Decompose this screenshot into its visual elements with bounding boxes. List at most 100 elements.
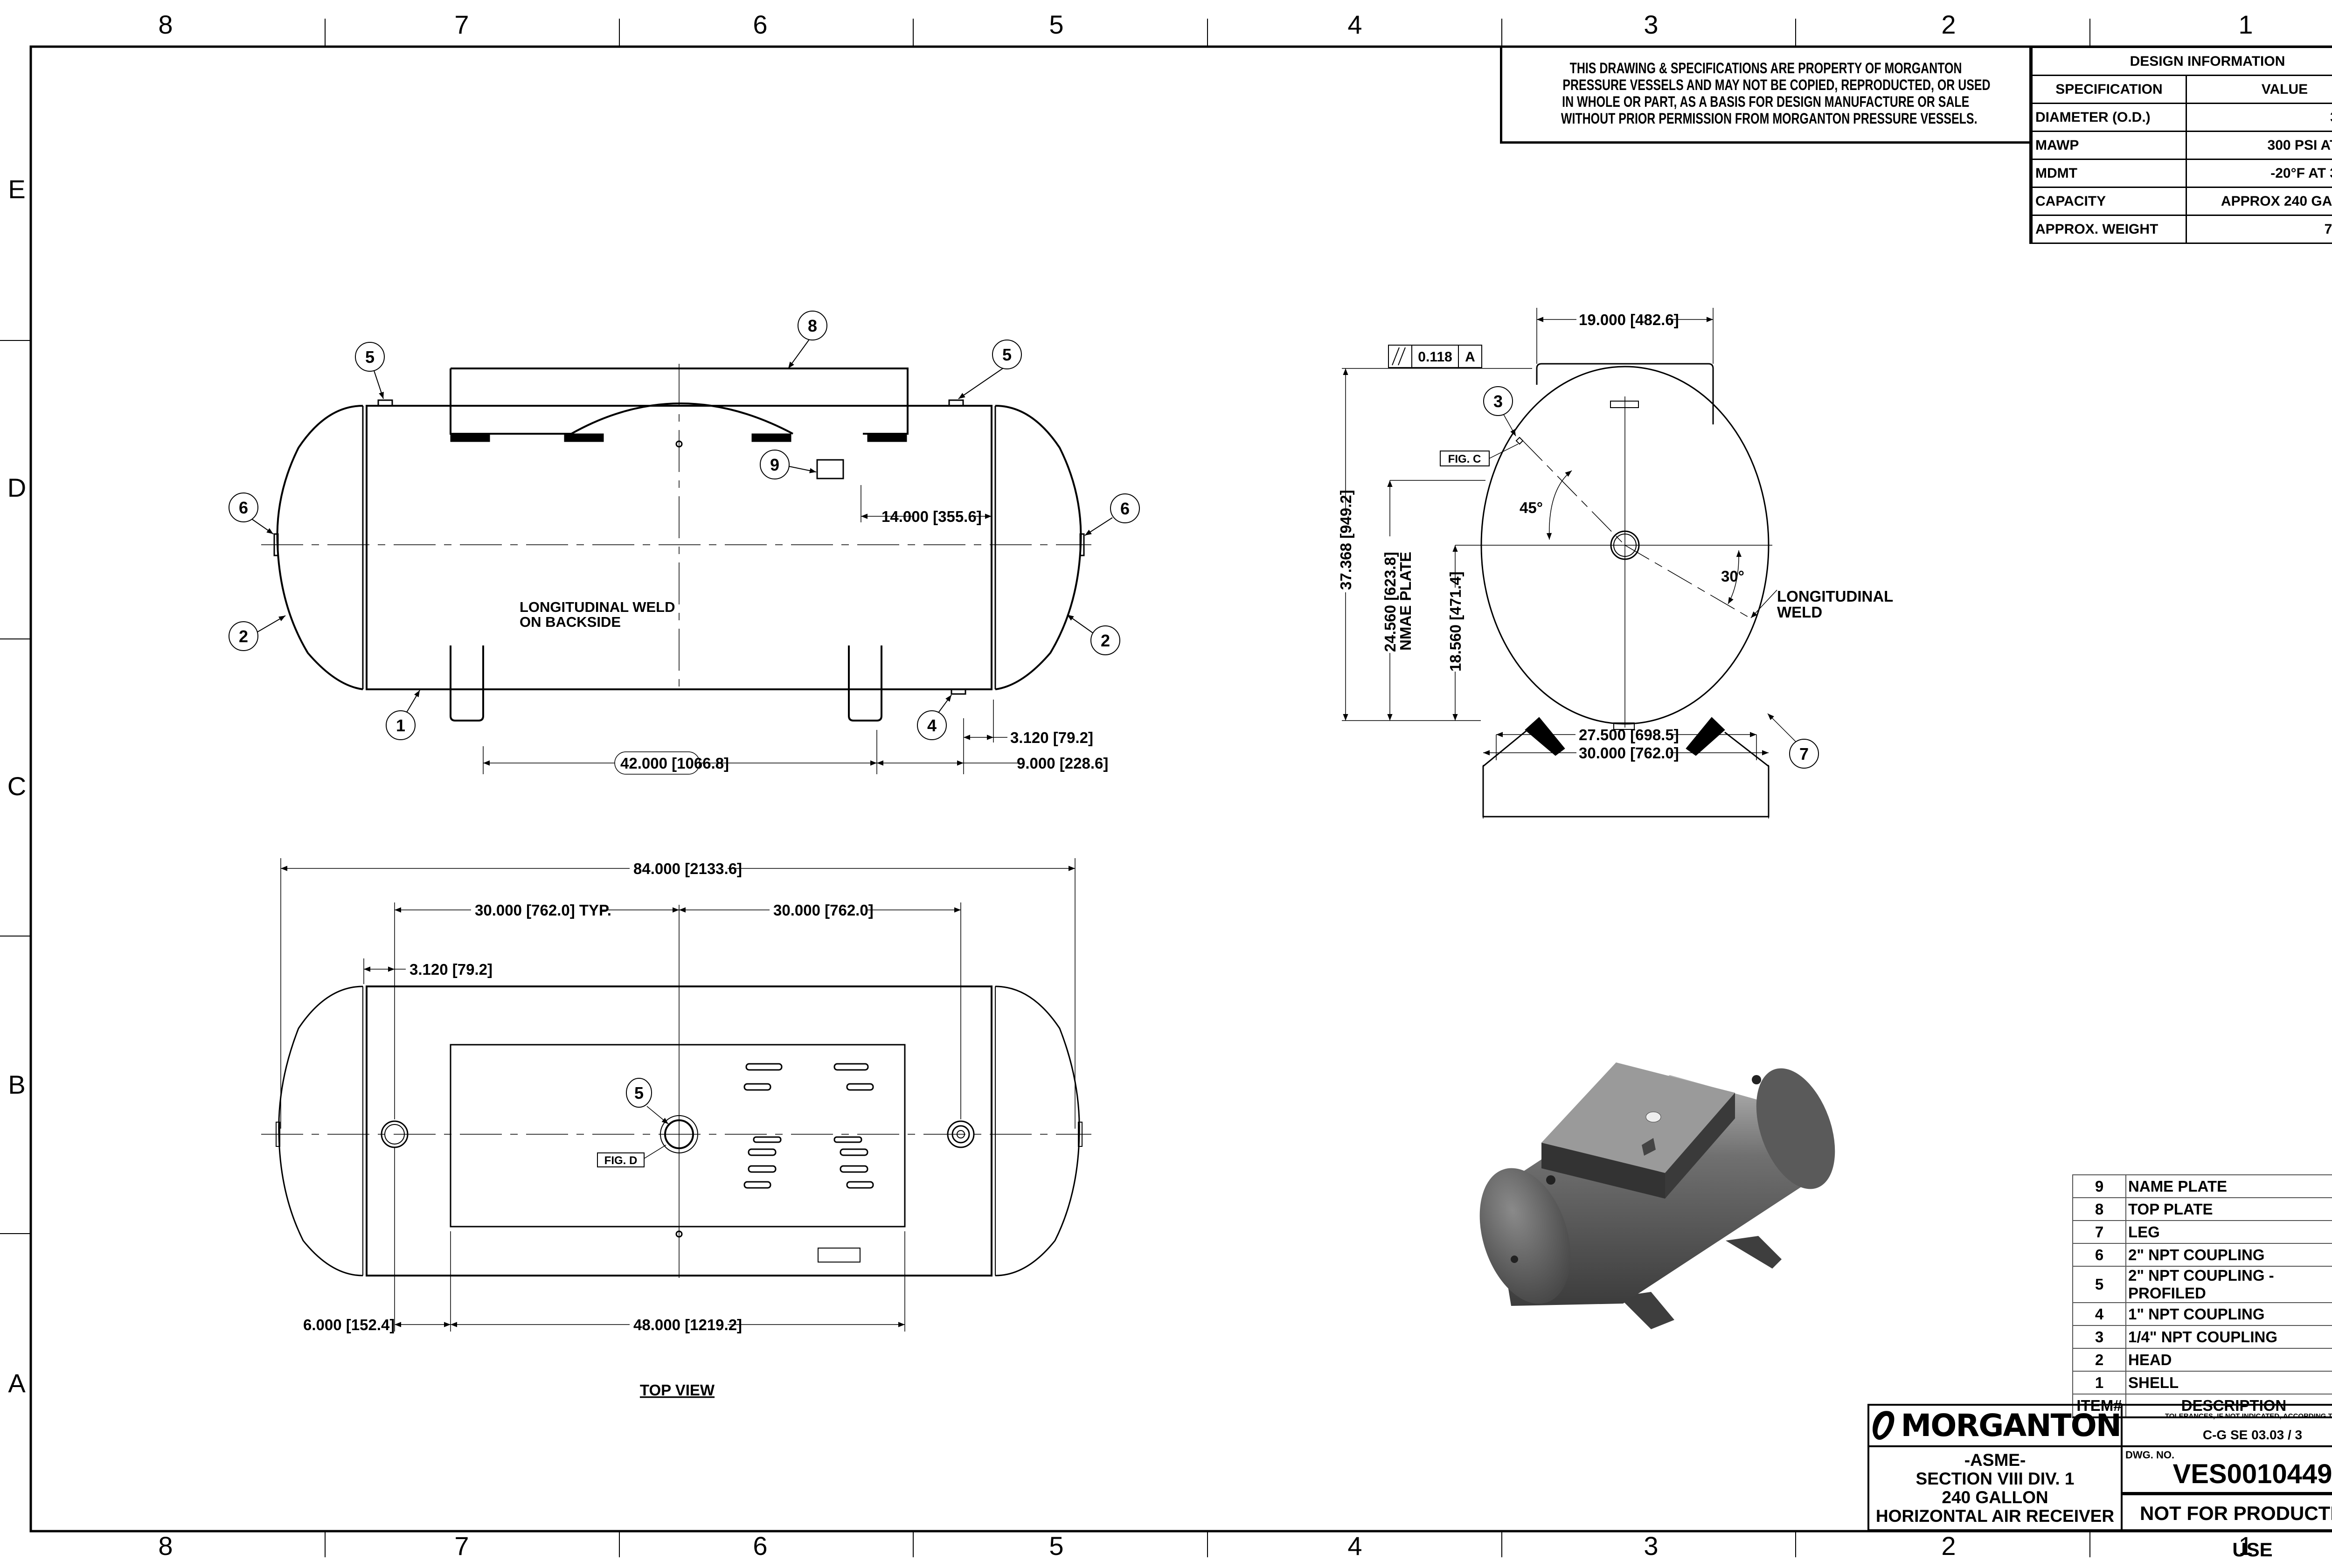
svg-text:84.000 [2133.6]: 84.000 [2133.6]: [633, 860, 742, 877]
bom-row: 31/4" NPT COUPLING1: [2073, 1325, 2332, 1348]
svg-text:5: 5: [1049, 10, 1063, 39]
svg-text:4: 4: [927, 716, 937, 735]
spec-row: MDMT-20°F AT 300 PSI: [2032, 160, 2332, 187]
svg-text:48.000 [1219.2]: 48.000 [1219.2]: [633, 1316, 742, 1333]
top-view-callouts: 5 FIG. D: [597, 1078, 668, 1167]
svg-text:37.368 [949.2]: 37.368 [949.2]: [1337, 490, 1354, 590]
end-view-leaders: [1504, 415, 1796, 742]
production-status: NOT FOR PRODUCTION USE: [2122, 1494, 2332, 1531]
logo-text: MORGANTON: [1901, 1408, 2121, 1443]
svg-text:3.120 [79.2]: 3.120 [79.2]: [1010, 729, 1093, 746]
fig-c-label: FIG. C: [1440, 444, 1518, 466]
svg-text:14.000 [355.6]: 14.000 [355.6]: [881, 508, 982, 525]
svg-text:5: 5: [1002, 345, 1012, 364]
svg-text:4: 4: [1347, 1531, 1362, 1557]
svg-text:30.000 [762.0] TYP.: 30.000 [762.0] TYP.: [475, 902, 611, 919]
svg-text:2: 2: [1101, 631, 1110, 650]
property-notice: THIS DRAWING & SPECIFICATIONS ARE PROPER…: [1500, 47, 2029, 144]
svg-text:8: 8: [158, 10, 173, 39]
drawing-number-box: DWG. NO. VES0010449: [2122, 1447, 2332, 1494]
svg-text:ON BACKSIDE: ON BACKSIDE: [520, 614, 621, 630]
svg-text:6: 6: [239, 498, 248, 517]
end-view-balloons: [1484, 387, 1818, 768]
sheet-border: [31, 47, 2332, 1531]
bom-row: 52" NPT COUPLING - PROFILED3: [2073, 1266, 2332, 1303]
drawing-description: -ASME- SECTION VIII DIV. 1 240 GALLON HO…: [1867, 1447, 2122, 1531]
design-information-table: DESIGN INFORMATION SPECIFICATION VALUE D…: [2029, 47, 2332, 244]
svg-text:A: A: [1465, 349, 1475, 365]
svg-text:18.560 [471.4]: 18.560 [471.4]: [1447, 571, 1464, 672]
tolerance-box: TOLERANCES, IF NOT INDICATED, ACCORDING …: [2122, 1404, 2332, 1447]
svg-text:30.000 [762.0]: 30.000 [762.0]: [773, 902, 874, 919]
svg-text:9: 9: [770, 455, 779, 474]
bom-row: 7LEG2: [2073, 1221, 2332, 1243]
svg-text:6: 6: [753, 1531, 767, 1557]
svg-text:30°: 30°: [1721, 568, 1744, 585]
svg-text:NMAE PLATE: NMAE PLATE: [1397, 552, 1414, 651]
end-view-annotations: 45° 30° LONGITUDINAL WELD: [1520, 499, 1893, 621]
svg-text:27.500 [698.5]: 27.500 [698.5]: [1579, 726, 1679, 743]
svg-text:45°: 45°: [1520, 499, 1543, 516]
svg-text:1: 1: [396, 716, 405, 735]
svg-text:3.120 [79.2]: 3.120 [79.2]: [409, 961, 493, 978]
svg-text:2: 2: [1941, 10, 1956, 39]
svg-text:0.118: 0.118: [1418, 349, 1452, 365]
top-view: [261, 905, 1091, 1278]
svg-text:7: 7: [454, 1531, 469, 1557]
svg-text:3: 3: [1644, 1531, 1658, 1557]
side-view-note: LONGITUDINAL WELD ON BACKSIDE: [520, 599, 675, 630]
svg-text:19.000 [482.6]: 19.000 [482.6]: [1579, 311, 1679, 328]
logo-ring-icon: [1869, 1408, 1899, 1444]
svg-text:LONGITUDINAL WELD: LONGITUDINAL WELD: [520, 599, 675, 615]
svg-text:B: B: [8, 1070, 25, 1099]
svg-text:E: E: [8, 174, 25, 204]
dwg-number: VES0010449: [2123, 1458, 2332, 1490]
svg-text:24.560 [623.8]: 24.560 [623.8]: [1381, 552, 1399, 652]
svg-text:3: 3: [1493, 392, 1503, 411]
svg-text:WELD: WELD: [1777, 604, 1822, 621]
spec-row: DIAMETER (O.D.)30.000": [2032, 104, 2332, 132]
svg-text:C: C: [7, 771, 26, 801]
svg-text:5: 5: [634, 1083, 644, 1103]
svg-text:7: 7: [1799, 744, 1809, 763]
side-view: [261, 364, 1091, 721]
svg-text:A: A: [8, 1368, 26, 1398]
top-view-title: TOP VIEW: [640, 1381, 715, 1399]
svg-text:7: 7: [454, 10, 469, 39]
svg-text:FIG. C: FIG. C: [1448, 453, 1481, 465]
col-value: VALUE: [2186, 76, 2332, 104]
svg-text:6: 6: [753, 10, 767, 39]
svg-text:1: 1: [2238, 10, 2253, 39]
end-view-balloon-labels: 3 7: [1493, 392, 1809, 763]
svg-text:2: 2: [1941, 1531, 1956, 1557]
side-view-balloons: [229, 311, 1139, 740]
svg-text:5: 5: [365, 347, 375, 367]
side-view-balloon-labels: 5 8 5 6 9 6 2 2 1 4: [239, 316, 1130, 735]
svg-text:30.000 [762.0]: 30.000 [762.0]: [1579, 744, 1679, 762]
svg-text:5: 5: [1049, 1531, 1063, 1557]
design-info-title: DESIGN INFORMATION: [2032, 48, 2332, 76]
bom-row: 2HEAD2: [2073, 1348, 2332, 1371]
end-view-dimension-text: 19.000 [482.6] 27.500 [698.5] 30.000 [76…: [1337, 311, 1679, 762]
fcf-text: 0.118 A: [1418, 349, 1475, 365]
isometric-view: [1464, 1057, 1850, 1329]
top-view-dimension-text: 84.000 [2133.6] 30.000 [762.0] TYP. 30.0…: [303, 860, 874, 1399]
svg-text:4: 4: [1347, 10, 1362, 39]
spec-row: APPROX. WEIGHT780 LBS: [2032, 215, 2332, 243]
bom-row: 41" NPT COUPLING1: [2073, 1303, 2332, 1325]
svg-text:6.000 [152.4]: 6.000 [152.4]: [303, 1316, 395, 1333]
svg-text:6: 6: [1120, 499, 1130, 518]
side-view-dimension-text: 14.000 [355.6] 42.000 [1066.8] 3.120 [79…: [620, 508, 1108, 772]
side-view-leaders: [252, 340, 1112, 713]
svg-text:8: 8: [158, 1531, 173, 1557]
svg-text:3: 3: [1644, 10, 1658, 39]
top-view-dimension-lines: [281, 858, 1075, 1332]
bom-row: 1SHELL1: [2073, 1371, 2332, 1394]
